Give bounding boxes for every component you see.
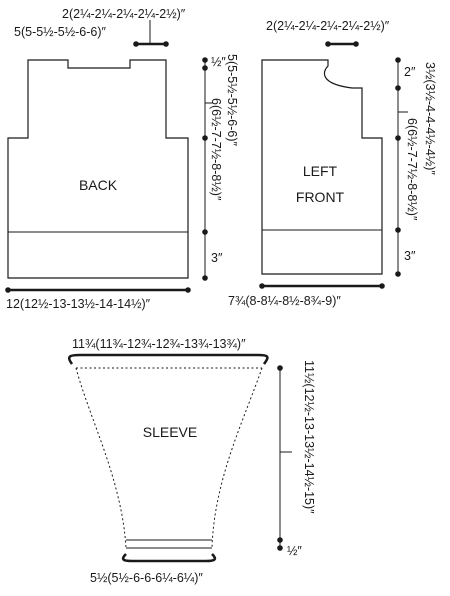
back-width-dot-left	[5, 287, 11, 293]
back-width-dot-right	[185, 287, 191, 293]
front-width-dot-right	[379, 283, 385, 289]
sleeve-piece: SLEEVE 11¾(11¾-12¾-12¾-13¾-13¾)″ 11½(12½…	[67, 337, 316, 585]
front-neck-width-label: 2(2¼-2¼-2¼-2¼-2½)″	[266, 19, 390, 33]
back-outline	[7, 59, 189, 279]
front-neck-dot-right	[353, 41, 359, 47]
back-vdot-5	[202, 275, 208, 281]
back-vdot-4	[202, 229, 208, 235]
left-front-label-line1: LEFT	[303, 163, 338, 179]
front-width-label: 7¾(8-8¼-8½-8¾-9)″	[228, 294, 341, 308]
front-vdot-1	[395, 57, 401, 63]
sleeve-outline-right	[211, 367, 263, 549]
sleeve-vdot-3	[277, 545, 283, 551]
back-body-length-label: 6(6½-7-7½-8-8½)″	[209, 98, 223, 201]
sleeve-top-width-label: 11¾(11¾-12¾-12¾-13¾-13¾)″	[72, 337, 246, 351]
left-front-piece: LEFT FRONT 2(2¼-2¼-2¼-2¼-2½)″ 2″ 3½(3½-4…	[228, 19, 437, 308]
front-vdot-4	[395, 227, 401, 233]
back-shoulder-width-label: 5(5-5½-5½-6-6)″	[14, 25, 107, 39]
sleeve-cuff-height-label: ½″	[287, 544, 302, 558]
sleeve-cuff-width-bracket	[121, 553, 217, 563]
sleeve-vdot-2	[277, 537, 283, 543]
front-rib-height-label: 3″	[404, 249, 416, 263]
front-vdot-2	[395, 85, 401, 91]
back-vdot-2	[202, 65, 208, 71]
back-neck-width-label: 2(2¼-2¼-2¼-2¼-2½)″	[62, 7, 186, 21]
back-armhole-depth-label: 5(5-5½-5½-6-6)″	[225, 54, 239, 147]
back-shoulder-dot-right	[163, 41, 169, 47]
front-width-dot-left	[259, 283, 265, 289]
back-piece: BACK 2(2¼-2¼-2¼-2¼-2½)″ 5(5-5½-5½-6-6)″ …	[5, 7, 239, 311]
sleeve-outline-left	[75, 367, 127, 549]
front-armhole-depth-label: 3½(3½-4-4-4½-4½)″	[423, 62, 437, 175]
back-width-label: 12(12½-13-13½-14-14½)″	[6, 297, 151, 311]
sleeve-top-width-bracket	[67, 353, 269, 365]
back-shoulder-dot-left	[133, 41, 139, 47]
back-rib-height-label: 3″	[211, 251, 223, 265]
front-vdot-5	[395, 271, 401, 277]
sleeve-label: SLEEVE	[143, 424, 197, 440]
back-vdot-3	[202, 135, 208, 141]
sleeve-length-label: 11½(12½-13-13½-14½-15)″	[302, 360, 316, 514]
front-body-length-label: 6(6½-7-7½-8-8½)″	[405, 118, 419, 221]
front-vdot-3	[395, 135, 401, 141]
back-neck-depth-label: ½″	[211, 55, 226, 69]
front-neck-dot-left	[325, 41, 331, 47]
left-front-outline	[261, 59, 383, 275]
back-vdot-1	[202, 57, 208, 63]
front-neck-depth-label: 2″	[404, 65, 416, 79]
sleeve-vdot-1	[277, 365, 283, 371]
back-label: BACK	[79, 177, 118, 193]
left-front-label-line2: FRONT	[296, 189, 345, 205]
sleeve-cuff-width-label: 5½(5½-6-6-6¼-6¼)″	[90, 571, 203, 585]
